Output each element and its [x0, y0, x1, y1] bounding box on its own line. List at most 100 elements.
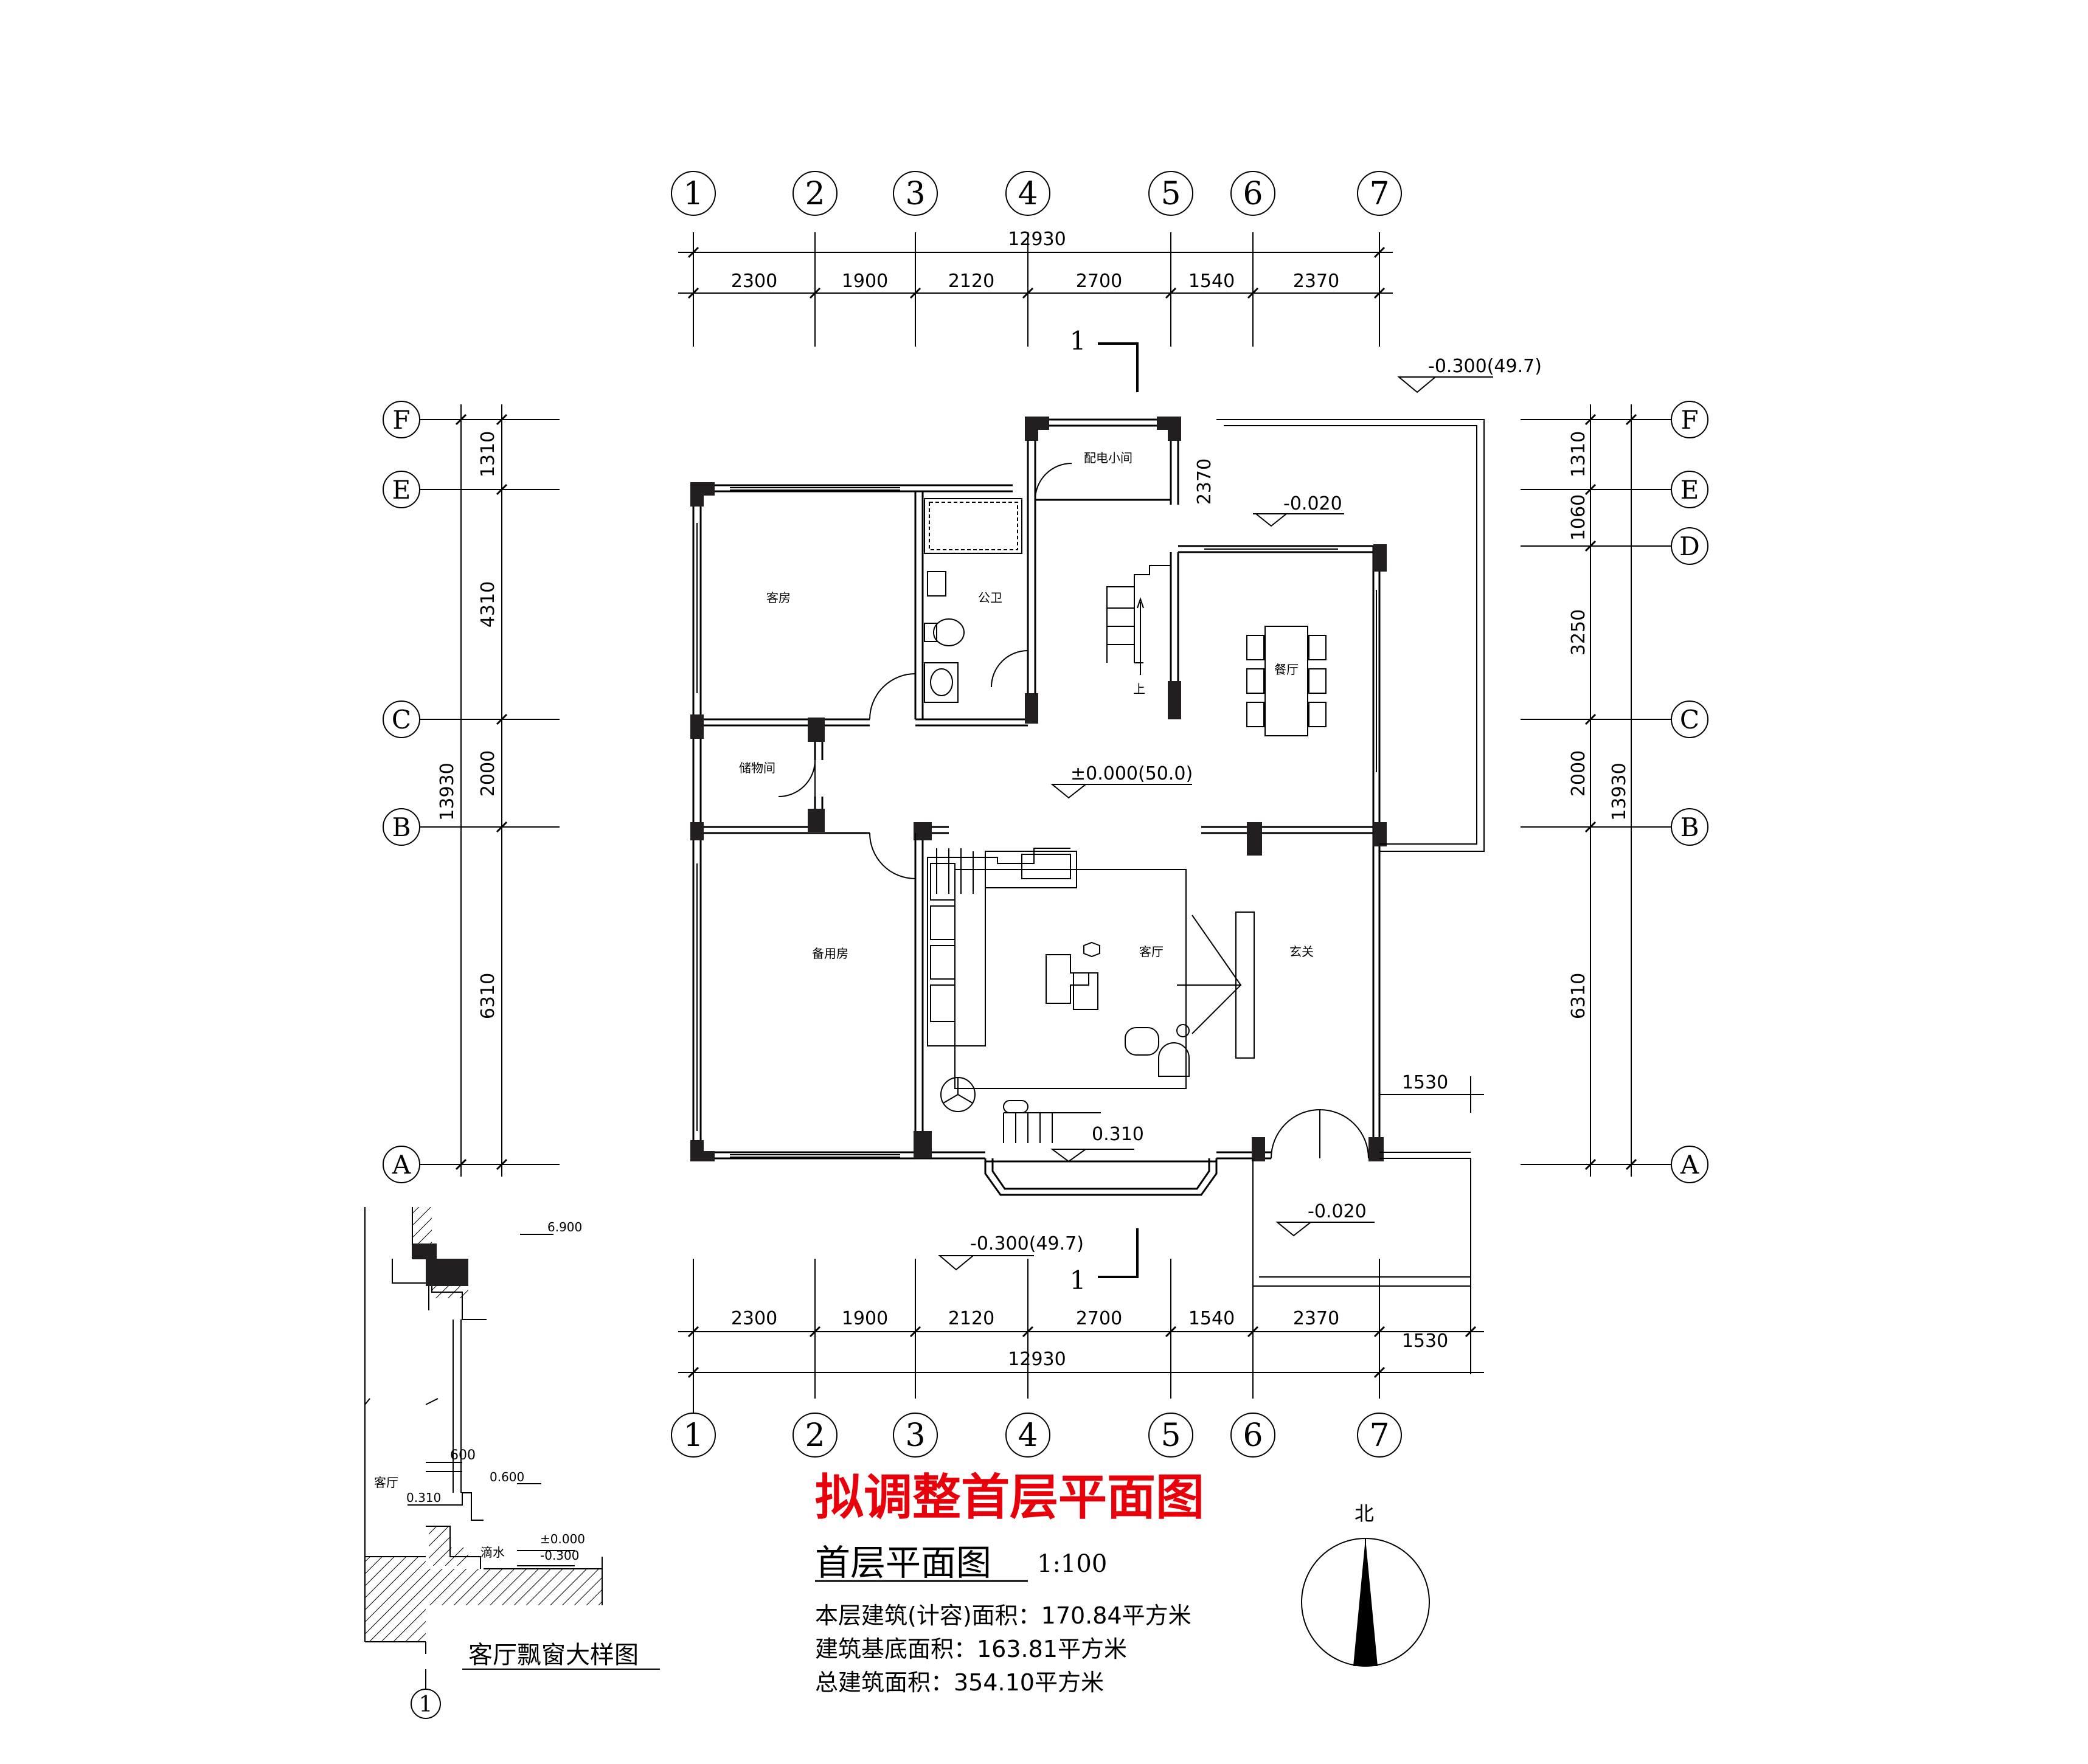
axis-label: 3: [905, 1417, 925, 1454]
dim-left-span: 4310: [477, 581, 499, 628]
elevation-markers: [938, 376, 1493, 1271]
dim-right-total: 13930: [1609, 763, 1630, 820]
axis-label: A: [392, 1150, 411, 1180]
axis-bubbles-right: F E D C B A: [1671, 401, 1708, 1183]
dim-top-span: 1900: [842, 271, 888, 292]
drawing-title: 首层平面图: [815, 1542, 991, 1583]
dim-left-span: 1310: [477, 431, 499, 477]
axis-label: 5: [1160, 1417, 1181, 1454]
room-label-elec: 配电小间: [1084, 451, 1132, 465]
drawing-scale: 1:100: [1037, 1550, 1107, 1578]
windows: [693, 485, 1380, 1158]
detail-elevation: 6.900: [547, 1220, 582, 1234]
detail-elevation: 0.310: [406, 1490, 441, 1505]
detail-axis-label: 1: [419, 1692, 433, 1717]
axis-label: B: [392, 812, 411, 842]
dim-top-span: 2120: [948, 271, 994, 292]
furniture: [924, 498, 1327, 1112]
dim-top-span: 1540: [1188, 271, 1235, 292]
room-label-dining: 餐厅: [1274, 662, 1299, 677]
dim-right-span: 1310: [1568, 431, 1589, 477]
dim-left-span: 6310: [477, 973, 499, 1019]
elevation-label: -0.300(49.7): [1428, 356, 1542, 377]
elevation-label: -0.020: [1308, 1201, 1367, 1222]
north-label: 北: [1354, 1502, 1374, 1525]
dim-right-span: 6310: [1568, 973, 1589, 1019]
dim-bottom-span: 2700: [1076, 1308, 1122, 1329]
axis-label: D: [1679, 531, 1700, 561]
axis-label: 1: [683, 176, 703, 212]
axis-bubbles-left: F E C B A: [383, 401, 420, 1183]
stairs: [936, 565, 1171, 1143]
dim-bottom-span: 2120: [948, 1308, 994, 1329]
detail-dimension: 600: [450, 1448, 476, 1463]
axis-label: F: [1680, 405, 1698, 435]
doors: [778, 463, 1369, 1159]
section-label: 1: [1070, 1265, 1086, 1295]
dim-bottom-ext: 1530: [1402, 1330, 1448, 1352]
detail-elevation: -0.300: [540, 1548, 579, 1563]
structural-columns: [690, 417, 1387, 1161]
axis-label: 2: [805, 1417, 825, 1454]
axis-label: 6: [1243, 176, 1263, 212]
detail-labels: 6.900 600 0.600 0.310 ±0.000 -0.300 客厅 滴…: [374, 1220, 660, 1719]
detail-elevation: 0.600: [490, 1470, 524, 1484]
axis-label: 1: [683, 1417, 703, 1454]
axis-label: F: [392, 405, 410, 435]
dim-bottom-total: 12930: [1008, 1349, 1066, 1370]
elevation-label: 0.310: [1092, 1124, 1144, 1145]
room-label-toilet: 公卫: [978, 590, 1002, 605]
detail-hatch: [365, 1207, 602, 1642]
room-label-living: 客厅: [1139, 944, 1164, 959]
dimension-labels: 12930 2300 1900 2120 2700 1540 2370 2300…: [437, 229, 1630, 1370]
room-label-foyer: 玄关: [1289, 944, 1314, 959]
axis-bubbles-bottom: 1 2 3 4 5 6 7: [671, 1399, 1402, 1458]
detail-filled: [412, 1243, 468, 1286]
detail-drip-label: 滴水: [480, 1545, 505, 1560]
axis-label: 7: [1369, 1417, 1389, 1454]
elevation-labels: -0.300(49.7) -0.020 ±0.000(50.0) 0.310 -…: [970, 356, 1542, 1254]
area-line: 总建筑面积：354.10平方米: [815, 1669, 1104, 1696]
axis-label: E: [392, 475, 411, 505]
dim-left-span: 2000: [477, 750, 499, 797]
room-labels: 客房 公卫 配电小间 储物间 餐厅 备用房 客厅 玄关 上: [739, 451, 1314, 961]
dim-right-span: 2000: [1568, 750, 1589, 797]
elevation-label: -0.300(49.7): [970, 1233, 1084, 1254]
dim-top-span: 2700: [1076, 271, 1122, 292]
axis-grid: [420, 232, 1671, 1399]
axis-label: C: [392, 705, 411, 735]
dim-right-span: 1060: [1568, 494, 1589, 541]
dim-top-span: 2370: [1293, 271, 1339, 292]
detail-title: 客厅飘窗大样图: [468, 1641, 639, 1669]
terraces: [1216, 419, 1485, 1287]
axis-label: 4: [1018, 1417, 1038, 1454]
north-arrow-icon: 北: [1301, 1502, 1430, 1667]
section-markers: [1098, 342, 1139, 1278]
area-line: 本层建筑(计容)面积：170.84平方米: [815, 1602, 1191, 1629]
axis-label: 6: [1243, 1417, 1263, 1454]
stair-up-label: 上: [1133, 682, 1145, 696]
axis-label: 5: [1160, 176, 1181, 212]
dim-top-span: 2300: [731, 271, 777, 292]
axis-label: E: [1680, 475, 1699, 505]
dim-bottom-span: 2300: [731, 1308, 777, 1329]
dim-top-total: 12930: [1008, 229, 1066, 250]
detail-elevation: ±0.000: [540, 1532, 585, 1546]
axis-label: B: [1680, 812, 1699, 842]
axis-bubbles-top: 1 2 3 4 5 6 7: [671, 171, 1402, 216]
dim-bottom-span: 1900: [842, 1308, 888, 1329]
axis-label: 2: [805, 176, 825, 212]
elevation-label: -0.020: [1283, 493, 1342, 514]
axis-label: A: [1680, 1150, 1699, 1180]
main-title: 拟调整首层平面图: [815, 1469, 1204, 1526]
dim-side-ext: 1530: [1402, 1072, 1448, 1093]
axis-label: 3: [905, 176, 925, 212]
dim-bottom-span: 1540: [1188, 1308, 1235, 1329]
room-label-storage: 储物间: [739, 761, 775, 775]
axis-label: C: [1680, 705, 1699, 735]
axis-label: 7: [1369, 176, 1389, 212]
room-label-spare: 备用房: [812, 946, 848, 961]
detail-room-label: 客厅: [374, 1475, 398, 1490]
dim-left-total: 13930: [437, 763, 458, 820]
